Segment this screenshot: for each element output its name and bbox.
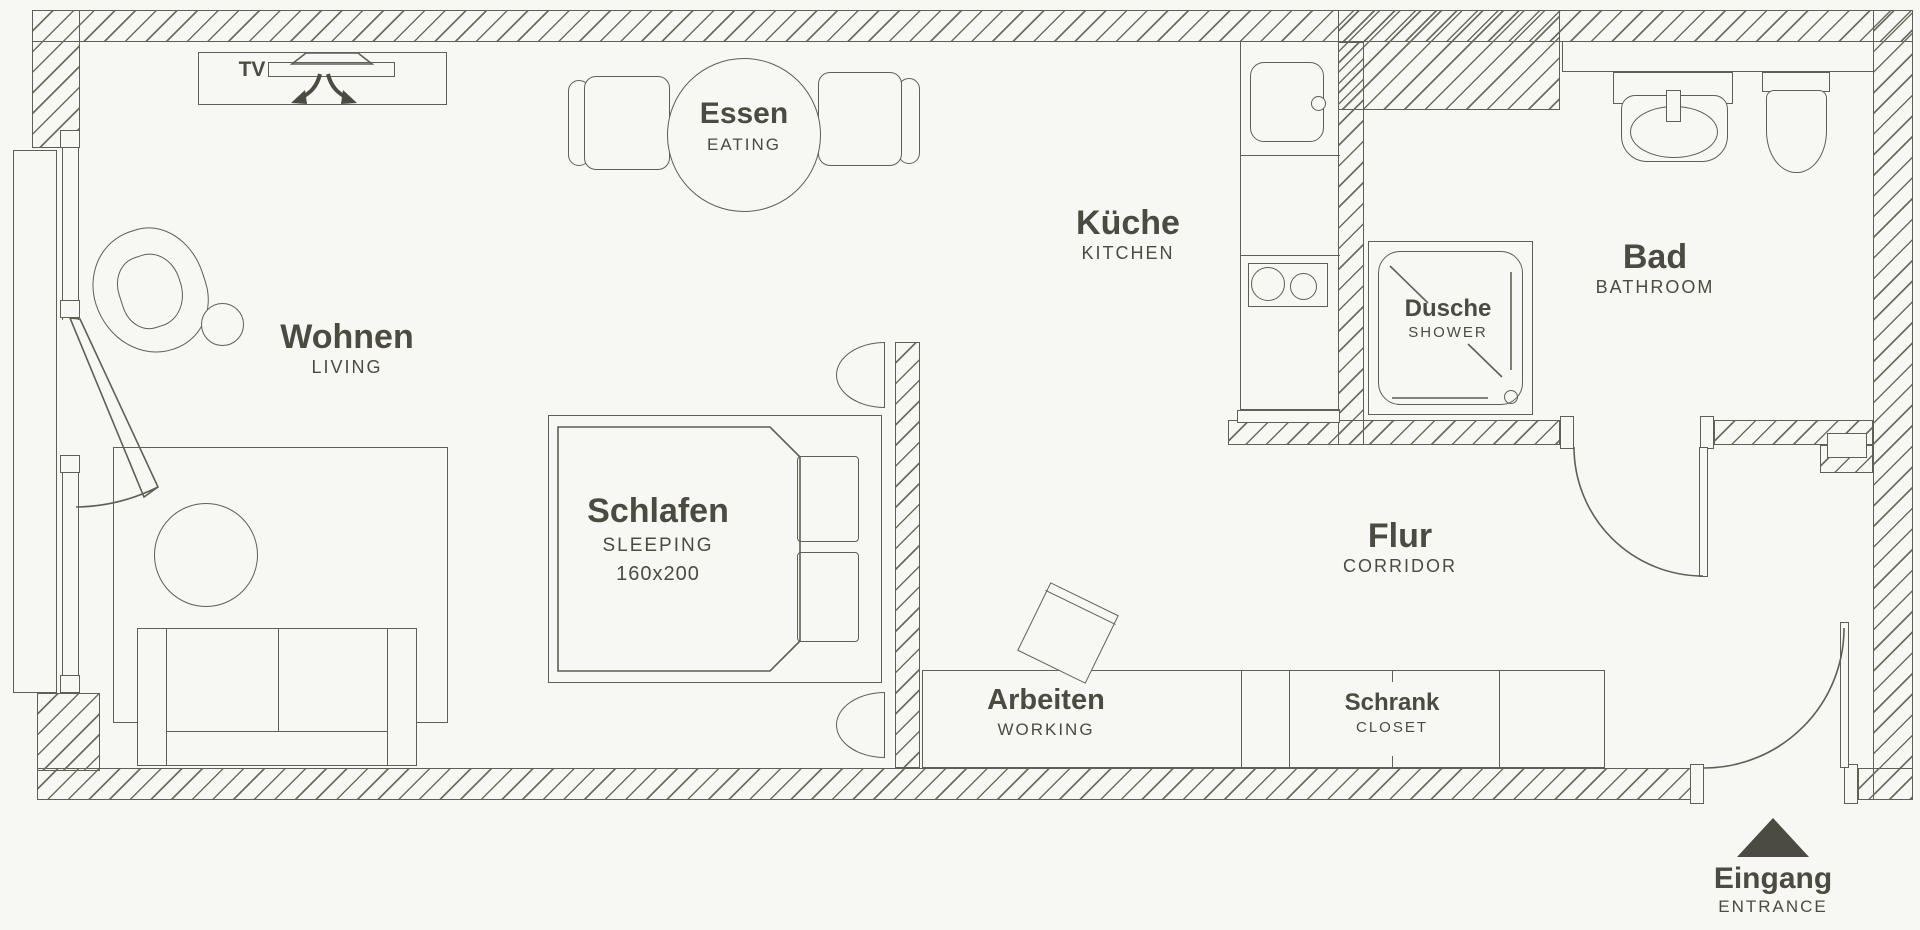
entrance-door-jamb-left xyxy=(1690,764,1704,804)
closet-handle-tick-top xyxy=(1392,671,1393,682)
bed-pillow-bottom xyxy=(797,552,859,642)
wall-top xyxy=(32,10,1913,42)
label-shower-de: Dusche xyxy=(1404,295,1492,322)
tv-sideboard xyxy=(198,52,447,105)
toilet-tank xyxy=(1762,72,1830,92)
dining-chair-left-seat xyxy=(584,76,670,170)
label-living-de: Wohnen xyxy=(280,318,414,356)
label-entrance-de: Eingang xyxy=(1713,862,1833,895)
wall-bedroom-partition xyxy=(895,342,920,768)
sofa xyxy=(137,628,417,766)
label-kitchen-en: KITCHEN xyxy=(1081,243,1175,263)
bath-door-jamb-left xyxy=(1560,416,1574,449)
bath-door-jamb-right xyxy=(1700,416,1714,449)
label-eating-de: Essen xyxy=(699,97,789,130)
bath-door-swing-arc xyxy=(1573,446,1704,577)
bed-pillow-top xyxy=(797,456,859,542)
wall-corner-bottom-left xyxy=(37,693,100,771)
entrance-door-swing-arc xyxy=(1703,627,1845,769)
closet-handle-tick-bottom xyxy=(1392,756,1393,767)
entrance-arrow-icon xyxy=(1737,818,1809,857)
dining-chair-right-seat xyxy=(818,72,902,166)
closet-divider-1 xyxy=(1289,671,1290,767)
desk-right-divider xyxy=(1241,671,1242,767)
sofa-armrest-right xyxy=(387,629,388,765)
wall-corridor-left-segment xyxy=(1228,420,1560,445)
tv-screen xyxy=(268,62,395,77)
balcony-railing xyxy=(13,150,57,693)
wall-right xyxy=(1873,10,1913,800)
wall-shaft-box xyxy=(1827,433,1867,458)
nightstand-top xyxy=(836,342,885,408)
kitchen-counter-divider-1 xyxy=(1241,155,1340,156)
burner-large xyxy=(1251,267,1285,301)
label-corridor-de: Flur xyxy=(1367,517,1433,555)
entrance-door-leaf xyxy=(1840,622,1849,768)
coffee-table xyxy=(154,503,258,607)
window-upper-mullion-bottom xyxy=(60,300,80,318)
shower-drain xyxy=(1504,390,1518,404)
ottoman xyxy=(201,303,244,346)
label-working-en: WORKING xyxy=(997,720,1095,739)
window-upper xyxy=(62,130,79,320)
sofa-seat-divider xyxy=(278,629,279,731)
label-closet-de: Schrank xyxy=(1344,689,1440,716)
nightstand-bottom xyxy=(836,692,885,758)
desk-chair-backrest xyxy=(1045,589,1116,625)
label-sleeping-de: Schlafen xyxy=(587,492,729,530)
desk-chair xyxy=(1017,582,1119,684)
shower-tray-inner xyxy=(1378,251,1523,405)
bath-counter xyxy=(1562,42,1873,72)
kitchen-counter-divider-2 xyxy=(1241,255,1340,256)
dining-table xyxy=(667,58,821,212)
window-upper-mullion-top xyxy=(60,130,80,148)
label-sleeping-en: SLEEPING xyxy=(602,535,714,556)
label-bathroom-de: Bad xyxy=(1622,238,1688,276)
kitchen-faucet xyxy=(1311,96,1326,111)
wall-bottom-left-segment xyxy=(37,768,1692,800)
label-kitchen-de: Küche xyxy=(1076,204,1180,242)
label-bathroom-en: BATHROOM xyxy=(1595,277,1715,297)
wall-top-thick-shower xyxy=(1338,10,1560,110)
window-lower-mullion-bottom xyxy=(60,675,80,693)
sofa-back-line xyxy=(166,731,388,732)
desk-closet-row xyxy=(922,670,1605,768)
entrance-door-jamb-right xyxy=(1844,764,1858,804)
window-lower-mullion-top xyxy=(60,455,80,473)
burner-small xyxy=(1290,273,1317,300)
bed xyxy=(548,415,882,683)
label-working-de: Arbeiten xyxy=(987,684,1105,716)
label-shower-en: SHOWER xyxy=(1408,324,1488,341)
wall-bottom-right-segment xyxy=(1858,768,1913,800)
closet-divider-2 xyxy=(1499,671,1500,767)
toilet-bowl xyxy=(1766,90,1827,173)
label-closet-en: CLOSET xyxy=(1355,719,1429,736)
label-corridor-en: CORRIDOR xyxy=(1343,556,1457,576)
basin-faucet xyxy=(1666,90,1681,122)
label-eating-en: EATING xyxy=(706,135,782,154)
label-entrance-en: ENTRANCE xyxy=(1718,897,1828,916)
label-living-en: LIVING xyxy=(311,357,383,377)
label-bed-size: 160x200 xyxy=(616,563,700,585)
label-tv: TV xyxy=(238,58,266,81)
wall-corner-top-left xyxy=(32,10,80,148)
wall-kitchen-bath-divider xyxy=(1338,42,1364,445)
sofa-armrest-left xyxy=(166,629,167,765)
window-lower xyxy=(62,455,79,693)
bath-door-leaf xyxy=(1699,447,1708,577)
kitchen-counter-end xyxy=(1237,410,1340,423)
